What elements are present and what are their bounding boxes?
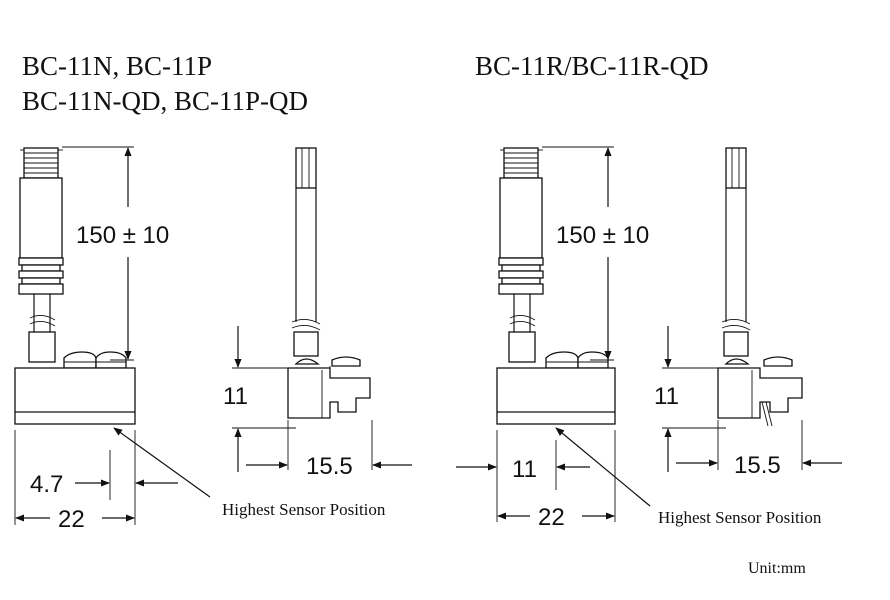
left-sensor-body bbox=[14, 367, 136, 425]
unit-label: Unit:mm bbox=[748, 560, 806, 577]
right-width-value: 22 bbox=[538, 504, 565, 531]
left-offset-value: 4.7 bbox=[30, 471, 63, 498]
left-cable bbox=[28, 294, 56, 363]
right-title: BC-11R/BC-11R-QD bbox=[475, 51, 709, 81]
left-height-dimension: 11 bbox=[223, 326, 296, 472]
right-bottom-dimensions: 11 22 bbox=[456, 430, 616, 531]
left-sensor-position-leader: Highest Sensor Position bbox=[113, 427, 386, 519]
right-length-value: 150 ± 10 bbox=[556, 222, 649, 249]
right-connector-collar bbox=[498, 257, 544, 295]
right-front-view bbox=[496, 147, 616, 425]
right-connector-thread bbox=[500, 147, 543, 179]
left-title-line1: BC-11N, BC-11P bbox=[22, 51, 212, 81]
right-sensor-body bbox=[496, 367, 616, 425]
left-front-view bbox=[14, 147, 136, 425]
left-connector-collar bbox=[18, 257, 64, 295]
left-length-dimension: 150 ± 10 bbox=[62, 146, 169, 361]
right-offset-value: 11 bbox=[512, 456, 537, 483]
left-connector-thread bbox=[20, 147, 63, 179]
left-side-view bbox=[287, 147, 371, 419]
right-side-width-value: 15.5 bbox=[734, 452, 781, 479]
left-height-value: 11 bbox=[223, 383, 248, 410]
left-side-width-value: 15.5 bbox=[306, 453, 353, 480]
left-sensor-position-label: Highest Sensor Position bbox=[222, 500, 386, 519]
right-height-dimension: 11 bbox=[654, 326, 726, 472]
right-side-width-dimension: 15.5 bbox=[676, 420, 842, 479]
right-length-dimension: 150 ± 10 bbox=[542, 146, 649, 361]
right-side-view bbox=[717, 147, 803, 427]
left-length-value: 150 ± 10 bbox=[76, 222, 169, 249]
right-cable bbox=[508, 294, 536, 363]
right-connector-body bbox=[499, 177, 543, 259]
left-width-value: 22 bbox=[58, 506, 85, 533]
right-sensor-position-label: Highest Sensor Position bbox=[658, 508, 822, 527]
left-title-line2: BC-11N-QD, BC-11P-QD bbox=[22, 86, 308, 116]
left-bottom-dimensions: 4.7 22 bbox=[14, 430, 178, 533]
right-sensor-position-leader: Highest Sensor Position bbox=[555, 427, 822, 527]
left-side-width-dimension: 15.5 bbox=[246, 420, 412, 480]
right-height-value: 11 bbox=[654, 383, 679, 410]
left-connector-body bbox=[19, 177, 63, 259]
